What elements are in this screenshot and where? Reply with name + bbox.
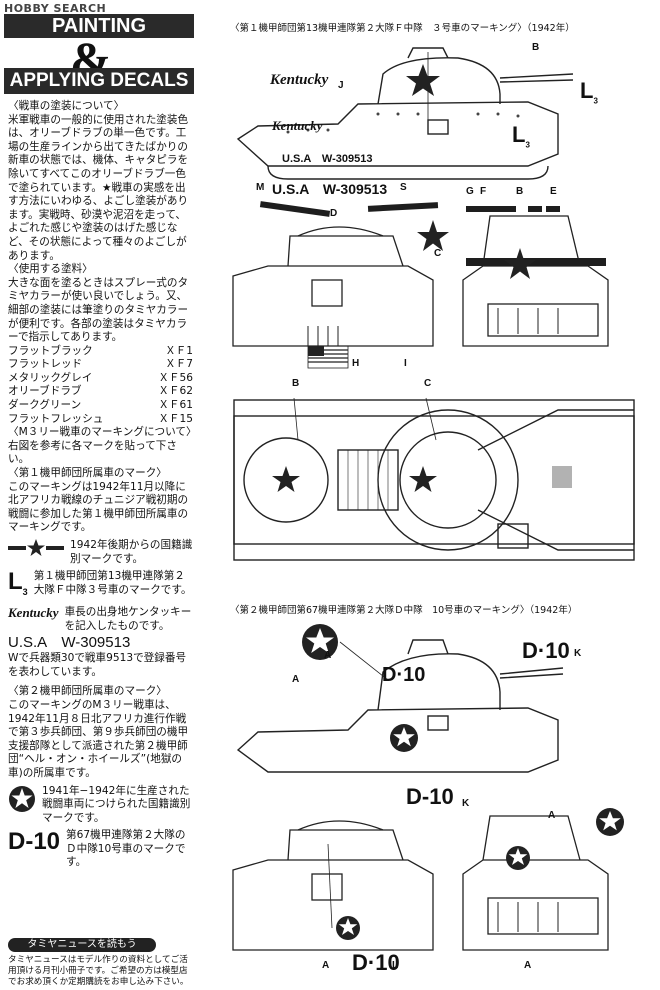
symbol-star-bar-text: 1942年後期からの国籍識別マークです。 <box>70 539 193 565</box>
label-S: S <box>400 182 407 193</box>
kentucky-side-label: Kentucky <box>270 72 329 88</box>
symbol-l3-row: L3 第１機甲師団第13機甲連隊第２大隊Ｆ中隊３号車のマークです。 <box>8 570 193 604</box>
decal-number-strip: U.S.A W-309513 <box>272 181 388 197</box>
header-applying-decals: APPLYING DECALS <box>4 68 194 94</box>
d10-front-label: D-10 <box>406 784 454 809</box>
label-B3: B <box>292 378 300 389</box>
tank-side-view-1 <box>236 47 574 180</box>
label-B2: B <box>516 186 524 197</box>
label-L: L <box>392 960 399 971</box>
div2-heading: 〈第２機甲師団所属車のマーク〉 <box>8 685 167 698</box>
label-B: B <box>532 42 540 53</box>
div2-text: このマーキングのM３リー戦車は、1942年11月８日北アフリカ進行作戦で第３歩兵… <box>8 698 189 779</box>
label-C2: C <box>424 378 432 389</box>
label-A2: A <box>292 674 300 685</box>
label-A1: A <box>324 650 332 661</box>
d10-turret-label: D·10 <box>382 664 426 686</box>
hull-number-label: U.S.A W-309513 <box>282 153 373 165</box>
paints-text: 大きな面を塗るときはスプレー式のタミヤカラーが使い良いでしょう。又、細部の塗装に… <box>8 276 189 344</box>
intro-text: 米軍戦車の一般的に使用された塗装色は、オリーブドラブの単一色です。工場の生産ライ… <box>8 113 189 262</box>
caption-bottom: 〈第２機甲師団第67機甲連隊第２大隊Ｄ中隊 10号車のマーキング〉（1942年） <box>230 605 578 616</box>
tank-top-view <box>233 397 635 561</box>
symbol-circle-star-row: 1941年−1942年に生産された戦闘車両につけられた国籍識別マークです。 <box>8 785 193 826</box>
div1-text: このマーキングは1942年11月以降に北アフリカ戦線のチュニジア戦初期の戦闘に参… <box>8 480 189 534</box>
label-K2: K <box>462 798 470 809</box>
label-A5: A <box>524 960 532 971</box>
usa-number-text: Wで兵器類30で戦車9513で登録番号を表わしています。 <box>8 652 187 678</box>
l3-marking-b: L3 <box>512 122 530 150</box>
label-I: I <box>404 358 407 369</box>
symbol-l3-text: 第１機甲師団第13機甲連隊第２大隊Ｆ中隊３号車のマークです。 <box>33 570 192 596</box>
div1-heading: 〈第１機甲師団所属車のマーク〉 <box>8 467 167 480</box>
tank-front-rear-views-2 <box>232 808 624 951</box>
l3-symbol: L3 <box>8 568 28 597</box>
circle-star-icon <box>9 785 35 812</box>
label-F: F <box>480 186 487 197</box>
label-K: K <box>574 648 582 659</box>
marking-heading: 〈M３リー戦車のマーキングについて〉 <box>8 426 197 439</box>
d10-symbol: D-10 <box>8 828 61 856</box>
symbol-kentucky-text: 車長の出身地ケンタッキーを記入したものです。 <box>64 605 192 632</box>
tamiya-news-banner: タミヤニュースを読もう <box>8 938 156 952</box>
paints-heading: 〈使用する塗料〉 <box>8 263 93 276</box>
star-bar-icon <box>8 539 64 556</box>
label-E: E <box>550 186 557 197</box>
tank-front-rear-views-1 <box>232 201 609 369</box>
label-A4: A <box>548 810 556 821</box>
usa-number: U.S.A W-309513 <box>8 634 131 652</box>
symbol-circle-star-text: 1941年−1942年に生産された戦闘車両につけられた国籍識別マークです。 <box>42 784 191 824</box>
label-C: C <box>434 248 442 259</box>
label-G: G <box>466 186 474 197</box>
marking-text: 右図を参考に各マークを貼って下さい。 <box>8 439 177 466</box>
l3-marking-a: L3 <box>580 78 598 106</box>
label-A3: A <box>322 960 330 971</box>
intro-heading: 〈戦車の塗装について〉 <box>8 100 125 112</box>
symbol-d10-text: 第67機甲連隊第２大隊のＤ中隊10号車のマークです。 <box>66 829 186 869</box>
tank-side-view-2 <box>236 624 564 773</box>
instructions-column: 〈戦車の塗装について〉 米軍戦車の一般的に使用された塗装色は、オリーブドラブの単… <box>8 100 197 870</box>
label-H: H <box>352 358 360 369</box>
d10-rear-label: D·10 <box>352 950 400 975</box>
kentucky-hull-label: Kentucky <box>272 118 323 133</box>
symbol-star-bar-row: 1942年後期からの国籍識別マークです。 <box>8 539 193 566</box>
caption-top: 〈第１機甲師団第13機甲連隊第２大隊Ｆ中隊 ３号車のマーキング〉（1942年） <box>230 23 575 34</box>
tamiya-news-text: タミヤニュースはモデル作りの資料としてご活用頂ける月刊小冊子です。ご希望の方は模… <box>8 955 189 987</box>
symbol-d10-row: D-10 第67機甲連隊第２大隊のＤ中隊10号車のマークです。 <box>8 829 193 870</box>
header-painting: PAINTING <box>4 14 194 38</box>
watermark: HOBBY SEARCH <box>4 2 107 15</box>
label-D: D <box>330 208 338 219</box>
star-marking <box>406 64 440 96</box>
symbol-kentucky-row: Kentucky 車長の出身地ケンタッキーを記入したものです。 <box>8 606 193 633</box>
label-M: M <box>256 182 265 193</box>
d10-side-label: D·10 <box>522 638 570 663</box>
kentucky-symbol: Kentucky <box>8 604 59 620</box>
label-J: J <box>338 80 344 91</box>
